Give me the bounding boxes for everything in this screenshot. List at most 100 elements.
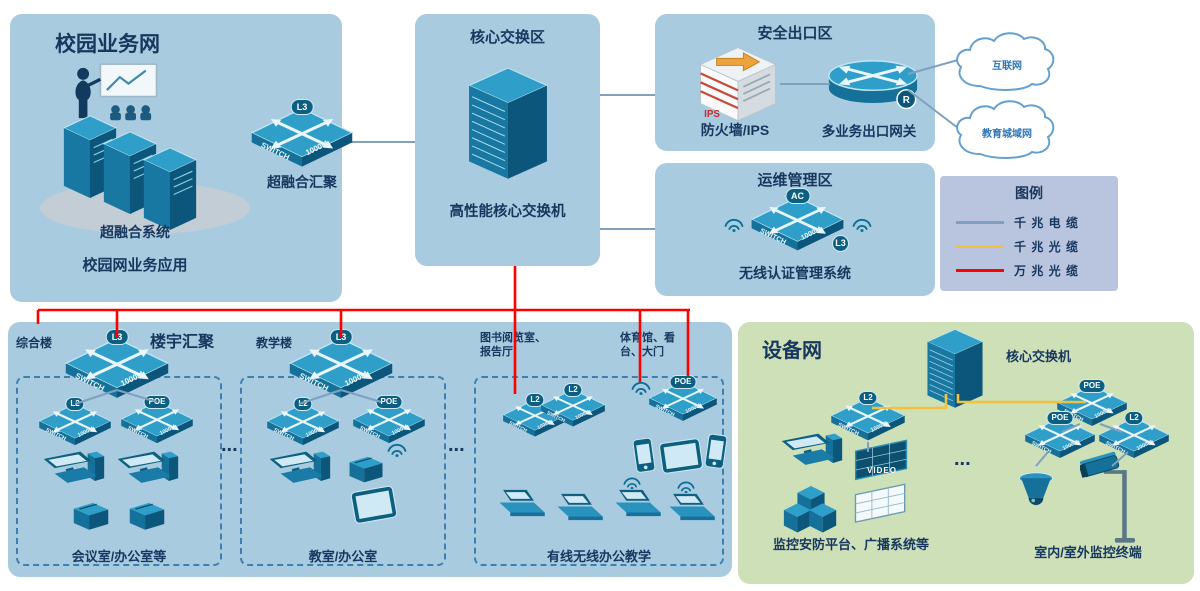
- edu-wan-cloud-label: 教育城域网: [982, 128, 1032, 140]
- wifi-signal-icon: [386, 440, 408, 457]
- aggregation-l3-switch-icon: L3: [250, 99, 354, 170]
- printer-icon: [124, 500, 170, 535]
- group1-caption: 会议室/办公室等: [71, 549, 167, 564]
- bullet-camera-icon: [1080, 450, 1146, 544]
- legend-row-fiber10g: 万 兆 光 缆: [956, 262, 1079, 279]
- devnet-title: 设备网: [762, 340, 822, 362]
- legend-line-sample: [956, 269, 1004, 272]
- devnet-caption-right: 室内/室外监控终端: [1034, 545, 1142, 560]
- l2-badge: L2: [65, 397, 85, 411]
- group3-name-b: 体育馆、看台、大门: [620, 332, 675, 358]
- exit-gateway-router-icon: [823, 56, 923, 115]
- video-wall-icon: VIDEO: [850, 438, 914, 483]
- ellipsis: ...: [448, 434, 465, 456]
- campus-title: 校园业务网: [55, 33, 160, 56]
- led-grid-panel-icon: [850, 482, 912, 526]
- l3-badge: L3: [290, 99, 314, 115]
- gateway-label: 多业务出口网关: [821, 124, 917, 139]
- wifi-signal-icon: [851, 215, 873, 232]
- l2-badge: L2: [293, 397, 313, 411]
- group2-caption: 教室/办公室: [308, 549, 378, 564]
- ellipsis: ...: [954, 448, 971, 470]
- legend-row-copper: 千 兆 电 缆: [956, 214, 1079, 231]
- building2-l3-switch-icon: L3: [288, 329, 394, 401]
- desktop-pc-icon: [40, 448, 106, 507]
- poe-badge: POE: [143, 395, 171, 409]
- security-exit-box: 安全出口区 防火墙/IPS 多业务出口网关: [655, 14, 935, 151]
- ops-management-box: 运维管理区 AC L3 无线认证管理系统: [655, 163, 935, 296]
- group1-name: 综合楼: [16, 336, 53, 350]
- devnet-caption-left: 监控安防平台、广播系统等: [772, 537, 929, 552]
- poe-badge: POE: [375, 395, 403, 409]
- group3-caption: 有线无线办公教学: [546, 549, 651, 564]
- smartphone-icon: [704, 433, 729, 470]
- poe-badge: POE: [669, 375, 697, 389]
- core-switch-box: 核心交换区 高性能核心交换机: [415, 14, 600, 266]
- printer-icon: [68, 500, 114, 535]
- poe-badge: POE: [1046, 411, 1074, 425]
- l3-badge: L3: [329, 329, 353, 345]
- wireless-laptop-icon: [610, 488, 668, 524]
- wireless-ac-controller-icon: AC L3: [750, 188, 849, 254]
- dome-camera-icon: [1012, 470, 1060, 518]
- monitoring-pc-icon: [778, 430, 844, 489]
- internet-cloud: 互联网: [952, 30, 1062, 101]
- wifi-signal-icon: [676, 478, 696, 493]
- access-l2-switch-icon: L2: [266, 397, 340, 448]
- legend-row-fiber1g: 千 兆 光 缆: [956, 238, 1079, 255]
- access-poe-switch-icon: POE: [120, 395, 194, 446]
- security-title: 安全出口区: [757, 25, 833, 42]
- hyperconverged-system-label: 超融合系统: [100, 224, 170, 240]
- legend-label: 千 兆 光 缆: [1014, 240, 1080, 254]
- l2-badge: L2: [563, 383, 583, 397]
- legend-title: 图例: [1015, 185, 1043, 201]
- printer-icon: [344, 454, 388, 487]
- legend-panel: 图例 千 兆 电 缆 千 兆 光 缆 万 兆 光 缆: [940, 176, 1118, 291]
- devnet-core-switch-rack-icon: [926, 328, 984, 409]
- wireless-laptop-icon: [664, 492, 722, 528]
- ac-badge: AC: [785, 188, 810, 204]
- desktop-pc-icon: [266, 448, 332, 507]
- building-aggregation-box: 楼宇汇聚 综合楼 教学楼 图书阅览室、报告厅 体育馆、看台、大门 ... ...…: [8, 322, 732, 577]
- group2-name: 教学楼: [256, 336, 293, 350]
- laptop-icon: [552, 492, 610, 528]
- video-badge: VIDEO: [867, 466, 897, 476]
- l2-badge: L2: [1124, 411, 1144, 425]
- laptop-icon: [494, 488, 552, 524]
- legend-label: 万 兆 光 缆: [1014, 264, 1080, 278]
- ellipsis: ...: [221, 434, 238, 456]
- firewall-ips-icon: [697, 44, 779, 124]
- core-switch-label: 高性能核心交换机: [449, 204, 566, 220]
- tablet-icon: [658, 437, 704, 475]
- aggregation-label: 超融合汇聚: [267, 174, 337, 190]
- edu-wan-cloud: 教育城域网: [952, 98, 1062, 169]
- campus-app-label: 校园网业务应用: [82, 257, 188, 274]
- group3-name-a: 图书阅览室、报告厅: [480, 332, 546, 358]
- access-l2-switch-icon: L2: [540, 383, 606, 429]
- access-l2-switch-icon: L2: [38, 397, 112, 448]
- l2-badge: L2: [858, 391, 878, 405]
- access-poe-switch-icon: POE: [352, 395, 426, 446]
- devnet-core-label: 核心交换机: [1006, 349, 1072, 364]
- access-poe-switch-icon: POE: [648, 375, 718, 423]
- ops-title: 运维管理区: [757, 172, 833, 189]
- devnet-l2-switch-icon: L2: [1098, 411, 1170, 460]
- wifi-signal-icon: [630, 378, 652, 395]
- building1-l3-switch-icon: L3: [64, 329, 170, 401]
- core-switch-rack-icon: [467, 66, 549, 181]
- firewall-label: 防火墙/IPS: [700, 122, 770, 138]
- core-title: 核心交换区: [469, 29, 545, 46]
- l3-badge: L3: [105, 329, 129, 345]
- wifi-signal-icon: [622, 474, 642, 489]
- legend-line-sample: [956, 221, 1004, 224]
- wifi-signal-icon: [723, 215, 745, 232]
- l3-sub-badge: L3: [832, 234, 849, 252]
- poe-badge: POE: [1078, 379, 1106, 393]
- device-network-box: 设备网 核心交换机 L2 POE POE L2 VIDEO 监控安防平台、广播系…: [738, 322, 1194, 584]
- ops-label: 无线认证管理系统: [739, 265, 851, 281]
- internet-cloud-label: 互联网: [992, 60, 1022, 72]
- legend-label: 千 兆 电 缆: [1014, 216, 1080, 230]
- desktop-pc-icon: [114, 448, 180, 507]
- legend-line-sample: [956, 245, 1004, 248]
